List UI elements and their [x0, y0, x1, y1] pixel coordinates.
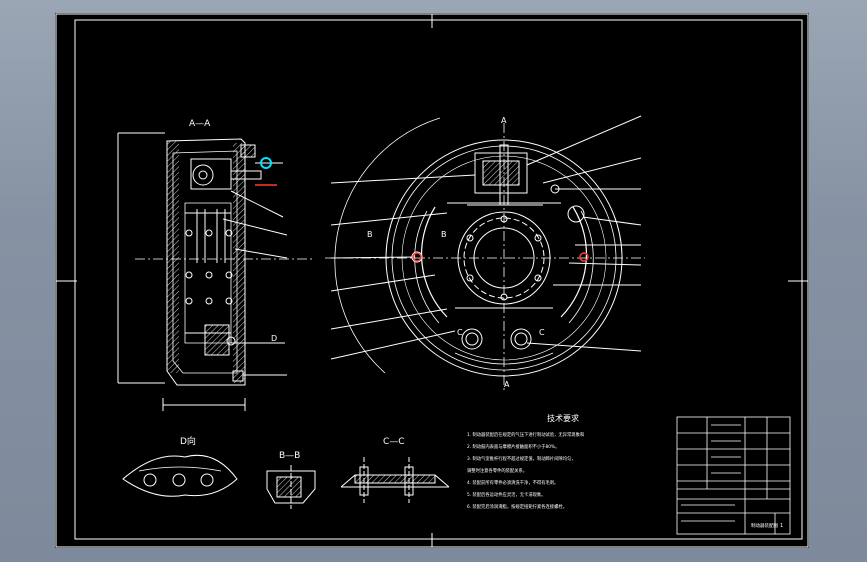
section-aa-label: A—A [189, 119, 211, 129]
cut-mark-b-left: B [367, 230, 373, 239]
cut-mark-c-right: C [539, 328, 545, 337]
front-view [325, 115, 645, 391]
cut-mark-a-top: A [501, 116, 507, 125]
cad-drawing: A—A D向 B—B C—C A A B B C C D 技术要求 1. 制动器… [55, 13, 809, 548]
requirement-line: 5. 装配后各运动件应灵活，无卡滞现象。 [467, 491, 546, 498]
requirement-line: 4. 装配前所有零件必须清洗干净，不得有毛刺。 [467, 479, 558, 486]
red-marker-right-icon [579, 252, 589, 262]
section-bb-label: B—B [279, 451, 300, 461]
title-block [676, 416, 791, 535]
section-bb-view [266, 465, 316, 509]
centering-marks [56, 14, 808, 547]
view-d [122, 454, 238, 497]
title-block-name: 制动器装配图 [751, 522, 778, 529]
cut-mark-b-right: B [441, 230, 447, 239]
requirement-line: 调整时注意各零件的装配关系。 [467, 467, 527, 474]
requirement-line: 1. 制动器装配后在规定的气压下进行制动试验，无异常现象和 [467, 431, 584, 438]
cyan-marker-icon [260, 157, 272, 169]
cut-mark-c-left: C [457, 328, 463, 337]
requirements-title: 技术要求 [547, 413, 579, 423]
cut-mark-a-bottom: A [504, 380, 510, 389]
section-aa-view [117, 132, 315, 411]
section-cc-view [340, 457, 450, 503]
red-marker-left-icon [412, 252, 422, 262]
title-block-sheet: 1 [780, 523, 783, 529]
requirement-line: 6. 装配完后涂润滑脂，按规定扭矩拧紧各连接螺栓。 [467, 503, 567, 510]
section-cc-label: C—C [383, 437, 405, 447]
cut-mark-d: D [271, 334, 277, 343]
requirement-line: 2. 制动鼓内表面与摩擦片接触面积不小于80%。 [467, 443, 559, 450]
requirement-line: 3. 制动气室推杆行程不超过规定值，制动蹄片间隙均匀， [467, 455, 576, 462]
drawing-sheet: A—A D向 B—B C—C A A B B C C D 技术要求 1. 制动器… [55, 13, 809, 548]
inner-frame [74, 19, 803, 540]
view-d-label: D向 [180, 435, 196, 447]
